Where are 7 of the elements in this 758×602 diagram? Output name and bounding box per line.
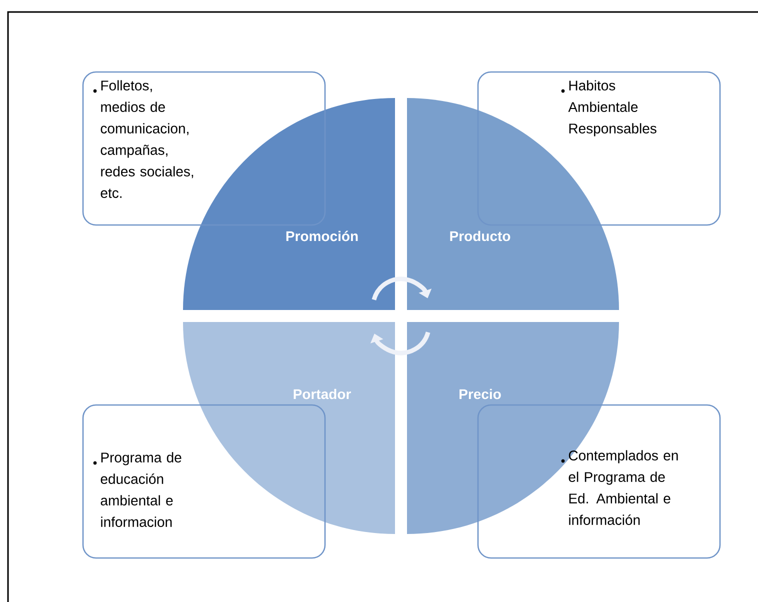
text-box: Contemplados en el Programa de Ed. Ambiental e información xyxy=(477,404,721,559)
quadrant: Portador xyxy=(183,322,395,534)
text-box: Programa de educación ambiental e informacion xyxy=(82,404,326,559)
curved-arrow xyxy=(372,276,432,300)
text-box: Habitos Ambientale Responsables xyxy=(477,71,721,226)
curved-arrow xyxy=(370,332,430,356)
text-box: Folletos, medios de comunicacion, campañas, redes sociales, etc. xyxy=(82,71,326,226)
